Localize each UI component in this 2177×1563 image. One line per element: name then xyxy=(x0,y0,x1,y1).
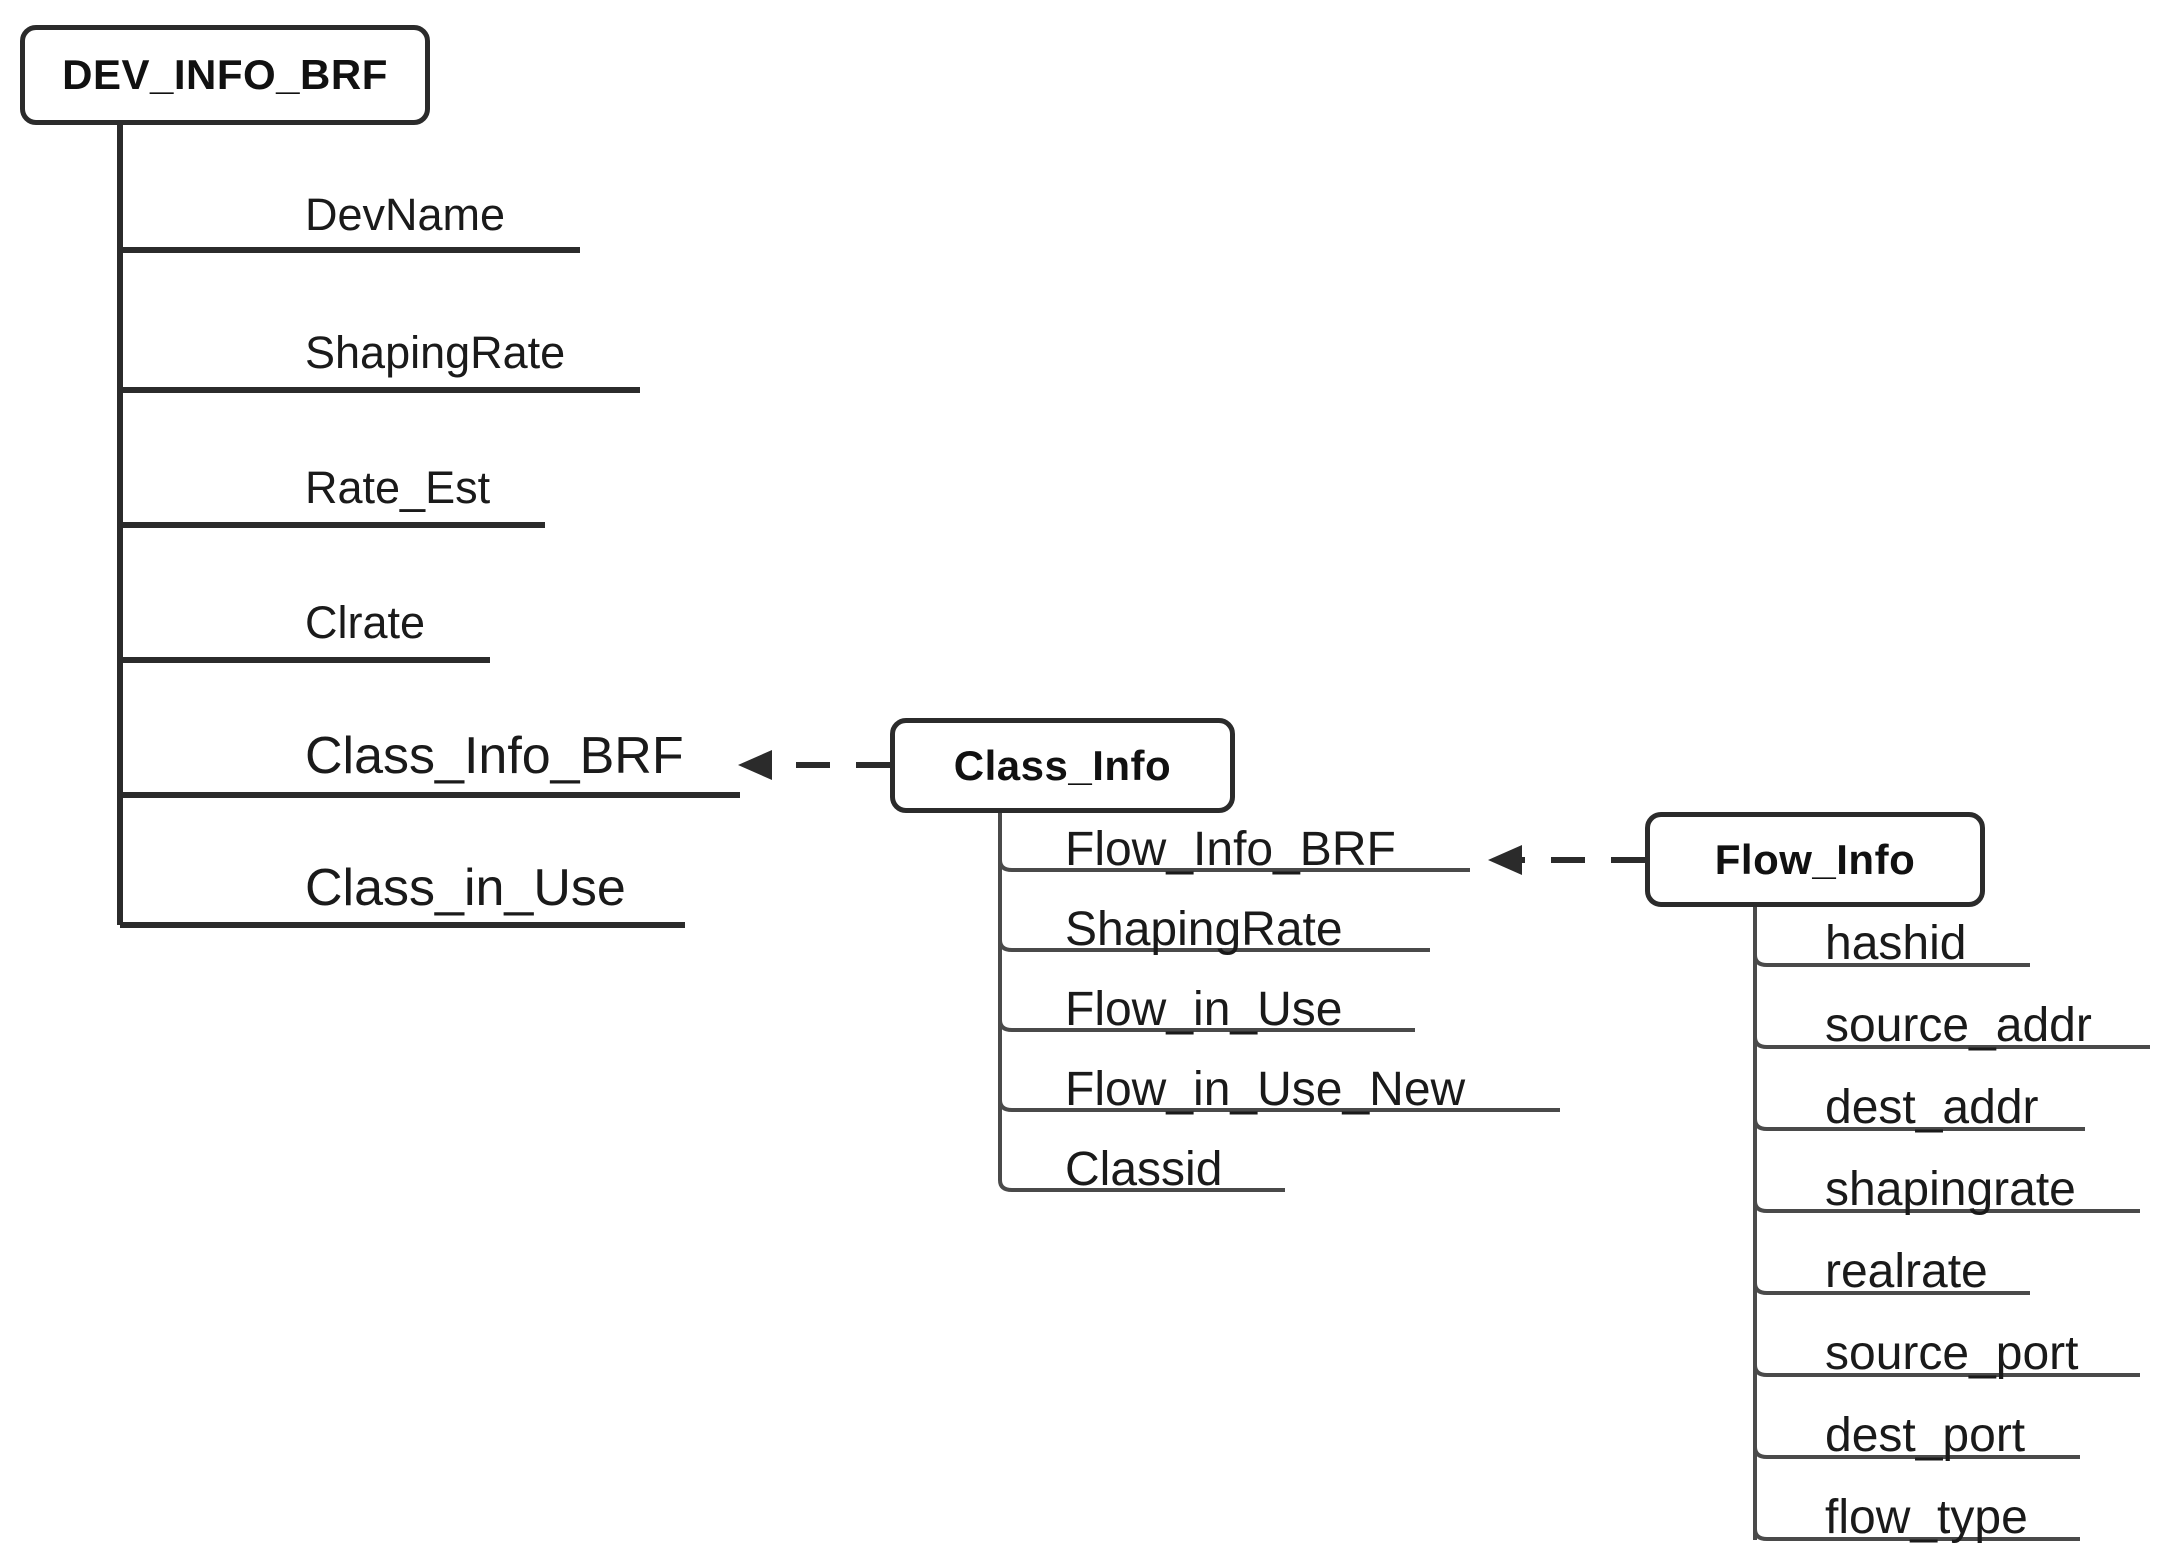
field-class-info-brf: Class_Info_BRF xyxy=(305,730,684,782)
node-dev-info-brf[interactable]: DEV_INFO_BRF xyxy=(20,25,430,125)
field-flow-in-use: Flow_in_Use xyxy=(1065,986,1342,1034)
field-flow-info-brf-label: Flow_Info_BRF xyxy=(1065,823,1396,876)
field-source-port: source_port xyxy=(1825,1330,2078,1378)
field-devname: DevName xyxy=(305,192,505,237)
field-devname-label: DevName xyxy=(305,189,506,240)
field-clrate-label: Clrate xyxy=(305,597,426,648)
field-flow-type-label: flow_type xyxy=(1825,1491,2028,1544)
field-classid: Classid xyxy=(1065,1146,1222,1194)
field-clrate: Clrate xyxy=(305,600,425,645)
field-shapingrate-flow: shapingrate xyxy=(1825,1166,2076,1214)
field-rate-est-label: Rate_Est xyxy=(305,462,491,513)
field-class-info-brf-label: Class_Info_BRF xyxy=(305,727,684,785)
arrowhead-class-info xyxy=(738,750,772,780)
field-dest-port: dest_port xyxy=(1825,1412,2025,1460)
field-shapingrate-flow-label: shapingrate xyxy=(1825,1163,2076,1216)
node-class-info[interactable]: Class_Info xyxy=(890,718,1235,813)
field-dest-port-label: dest_port xyxy=(1825,1409,2026,1462)
node-flow-info-label: Flow_Info xyxy=(1714,835,1916,883)
field-class-in-use: Class_in_Use xyxy=(305,862,626,914)
field-shapingrate-class: ShapingRate xyxy=(1065,906,1343,954)
field-rate-est: Rate_Est xyxy=(305,465,490,510)
field-source-port-label: source_port xyxy=(1825,1327,2079,1380)
node-flow-info[interactable]: Flow_Info xyxy=(1645,812,1985,907)
field-shapingrate-dev-label: ShapingRate xyxy=(305,327,566,378)
field-source-addr-label: source_addr xyxy=(1825,999,2092,1052)
field-realrate-label: realrate xyxy=(1825,1245,1988,1298)
field-flow-in-use-new-label: Flow_in_Use_New xyxy=(1065,1063,1466,1116)
field-flow-info-brf: Flow_Info_BRF xyxy=(1065,826,1396,874)
field-hashid: hashid xyxy=(1825,920,1966,968)
arrowhead-flow-info xyxy=(1488,845,1522,875)
field-shapingrate-class-label: ShapingRate xyxy=(1065,903,1343,956)
field-class-in-use-label: Class_in_Use xyxy=(305,859,626,917)
node-dev-info-brf-label: DEV_INFO_BRF xyxy=(62,51,388,98)
field-hashid-label: hashid xyxy=(1825,917,1967,970)
field-dest-addr: dest_addr xyxy=(1825,1084,2039,1132)
field-dest-addr-label: dest_addr xyxy=(1825,1081,2039,1134)
field-shapingrate-dev: ShapingRate xyxy=(305,330,565,375)
field-realrate: realrate xyxy=(1825,1248,1988,1296)
field-source-addr: source_addr xyxy=(1825,1002,2092,1050)
field-flow-in-use-new: Flow_in_Use_New xyxy=(1065,1066,1465,1114)
field-flow-in-use-label: Flow_in_Use xyxy=(1065,983,1343,1036)
field-classid-label: Classid xyxy=(1065,1143,1223,1196)
field-flow-type: flow_type xyxy=(1825,1494,2028,1542)
node-class-info-label: Class_Info xyxy=(953,741,1172,789)
